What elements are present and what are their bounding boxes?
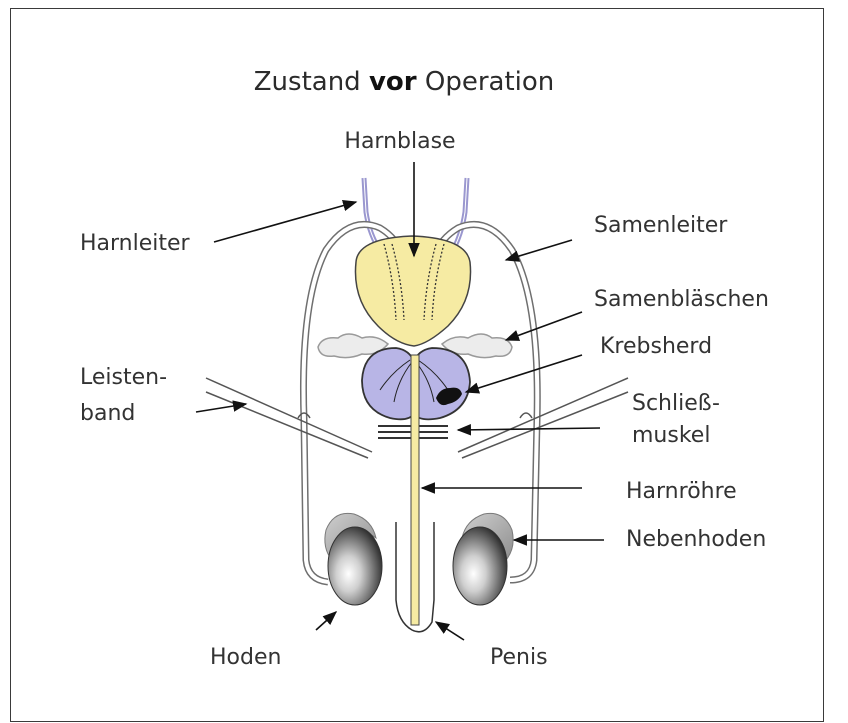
label-leistenband-line1: Leisten- <box>80 365 167 390</box>
urethra <box>411 355 419 625</box>
label-harnblase: Harnblase <box>344 129 455 154</box>
label-nebenhoden: Nebenhoden <box>626 527 766 552</box>
testis-left <box>328 527 382 605</box>
arrow-hoden <box>316 612 336 630</box>
arrow-samenblaeschen <box>506 312 582 340</box>
arrow-leistenband <box>196 404 246 412</box>
label-harnleiter: Harnleiter <box>80 231 191 256</box>
label-samenblaeschen: Samenbläschen <box>594 287 769 312</box>
bladder <box>355 236 470 346</box>
label-samenleiter: Samenleiter <box>594 213 728 238</box>
arrow-schliessmuskel <box>458 428 600 430</box>
label-krebsherd: Krebsherd <box>600 334 712 359</box>
label-schliessmuskel-line2: muskel <box>632 423 710 448</box>
label-leistenband-line2: band <box>80 401 135 426</box>
testis-right <box>453 527 507 605</box>
arrow-penis <box>436 622 464 640</box>
label-penis: Penis <box>490 645 548 670</box>
diagram-title: Zustand vor Operation <box>254 67 555 97</box>
label-harnroehre: Harnröhre <box>626 479 737 504</box>
label-schliessmuskel-line1: Schließ- <box>632 391 720 416</box>
arrow-krebsherd <box>466 355 582 392</box>
label-hoden: Hoden <box>210 645 281 670</box>
